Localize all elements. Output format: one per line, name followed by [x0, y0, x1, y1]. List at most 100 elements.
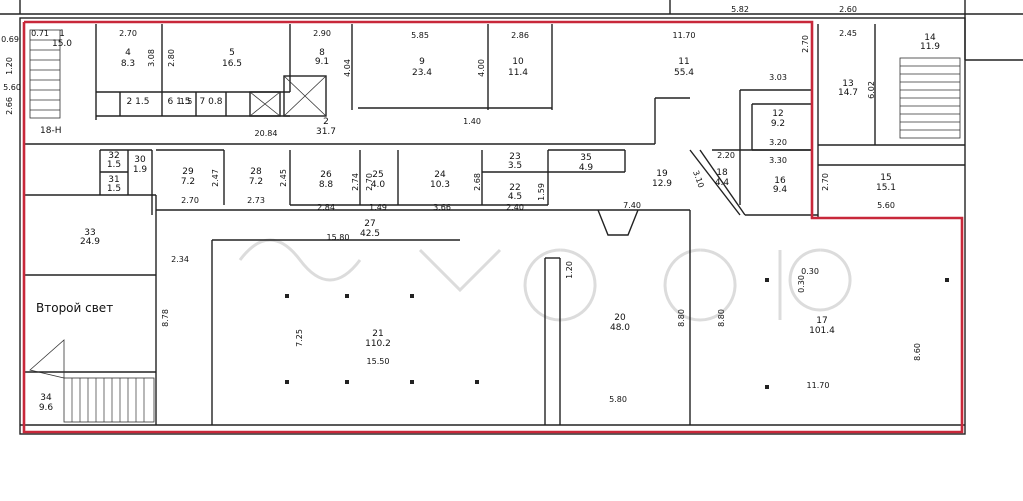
room-10-number: 10: [512, 57, 524, 67]
room-8-area: 9.1: [315, 57, 329, 67]
dim-label: 20.84: [255, 129, 278, 138]
room-18-area: 4.4: [715, 178, 730, 188]
room-11-number: 11: [678, 57, 689, 67]
room-20-area: 48.0: [610, 323, 630, 333]
room-9-area: 23.4: [412, 68, 432, 78]
dim-label: 5.60: [3, 83, 21, 92]
dim-label: 2.73: [247, 196, 265, 205]
dim-label: 15.80: [327, 233, 350, 242]
room-25-area: 4.0: [371, 180, 386, 190]
room-27-number: 27: [364, 219, 375, 229]
room-19-area: 12.9: [652, 179, 672, 189]
room-17-area: 101.4: [809, 326, 835, 336]
room-1-area: 15.0: [52, 39, 72, 49]
room-27-area: 42.5: [360, 229, 380, 239]
room-7-label: 7 0.8: [200, 97, 223, 107]
dim-label: 6.02: [867, 81, 876, 99]
room-26-area: 8.8: [319, 180, 334, 190]
dim-label: 3.03: [769, 73, 787, 82]
dim-label: 3.10: [691, 169, 706, 189]
room-15-area: 15.1: [876, 183, 896, 193]
dim-label: 11.70: [807, 381, 830, 390]
dim-label: 2.34: [171, 255, 189, 264]
room-4-number: 4: [125, 48, 131, 58]
dim-label: 1.40: [463, 117, 481, 126]
room-30-area: 1.9: [133, 165, 148, 175]
dim-label: 4.04: [343, 59, 352, 77]
room-9-number: 9: [419, 57, 425, 67]
room-24-area: 10.3: [430, 180, 450, 190]
room-34-area: 9.6: [39, 403, 54, 413]
room-22-number: 22: [509, 183, 520, 193]
room-3-label: 2 1.5: [127, 97, 150, 107]
dim-label: 0.69: [1, 35, 19, 44]
room-25-number: 25: [372, 170, 383, 180]
room-14-number: 14: [924, 33, 936, 43]
room-28-number: 28: [250, 167, 262, 177]
room-16-area: 9.4: [773, 185, 788, 195]
room-21-number: 21: [372, 329, 383, 339]
dim-label: 3.30: [769, 156, 787, 165]
room-17-number: 17: [816, 316, 827, 326]
room-8-number: 8: [319, 48, 325, 58]
stair-bottom-left: [29, 339, 155, 423]
dim-label: 2.47: [211, 169, 220, 187]
dim-label: 2.20: [717, 151, 735, 160]
dim-label: 8.60: [913, 343, 922, 361]
room-11-area: 55.4: [674, 68, 694, 78]
dim-label: 2.70: [365, 173, 374, 191]
dim-label: 2.70: [821, 173, 830, 191]
room-19-number: 19: [656, 169, 668, 179]
dim-label: 0.71: [31, 29, 49, 38]
room-4-area: 8.3: [121, 59, 135, 69]
room-29-area: 7.2: [181, 177, 195, 187]
dim-label: 1.20: [565, 261, 574, 279]
room-31-area: 1.5: [107, 184, 121, 194]
room-23-area: 3.5: [508, 161, 522, 171]
room-33-number: 33: [84, 228, 95, 238]
stair-right: [899, 57, 961, 139]
room-35-number: 35: [580, 153, 591, 163]
dim-label: 3.08: [147, 49, 156, 67]
dim-label: 3.20: [769, 138, 787, 147]
room-32-area: 1.5: [107, 160, 121, 170]
room-28-area: 7.2: [249, 177, 263, 187]
room-2-number: 2: [323, 117, 329, 127]
room-33-area: 24.9: [80, 237, 100, 247]
room-14-area: 11.9: [920, 42, 940, 52]
room-10-area: 11.4: [508, 68, 528, 78]
dim-label: 1.5: [180, 97, 193, 106]
room-labels: 1 15.0 4 8.3 5 16.5 8 9.1 9 23.4 10 11.4…: [36, 29, 940, 413]
dim-label: 15.50: [367, 357, 390, 366]
dim-label: 0.30: [797, 275, 806, 293]
second-light-label: Второй свет: [36, 301, 113, 315]
dim-label: 0.30: [801, 267, 819, 276]
room-26-number: 26: [320, 170, 332, 180]
room-18-number: 18: [716, 168, 728, 178]
room-30-number: 30: [134, 155, 146, 165]
room-1-number: 1: [59, 29, 65, 39]
dim-label: 5.85: [411, 31, 429, 40]
room-5-area: 16.5: [222, 59, 242, 69]
building-walls: [0, 0, 1023, 435]
dim-label: 8.80: [677, 309, 686, 327]
room-23-number: 23: [509, 152, 520, 162]
room-31-number: 31: [108, 175, 119, 185]
room-22-area: 4.5: [508, 192, 522, 202]
dim-label: 1.20: [5, 57, 14, 75]
dim-label: 8.80: [717, 309, 726, 327]
dim-label: 2.80: [167, 49, 176, 67]
room-32-number: 32: [108, 151, 119, 161]
room-6-label: 6 1.5: [168, 97, 191, 107]
dim-label: 5.60: [877, 201, 895, 210]
dim-label: 2.70: [801, 35, 810, 53]
dim-label: 7.25: [295, 329, 304, 347]
room-12-area: 9.2: [771, 119, 785, 129]
vertical-dimensions: 3.08 2.80 4.04 4.00 2.70 6.02 2.47 2.45 …: [5, 35, 922, 361]
room-34-number: 34: [40, 393, 52, 403]
highlight-boundary: [22, 20, 964, 434]
dim-label: 2.86: [511, 31, 529, 40]
dim-label: 2.74: [351, 173, 360, 191]
dim-label: 2.70: [119, 29, 137, 38]
